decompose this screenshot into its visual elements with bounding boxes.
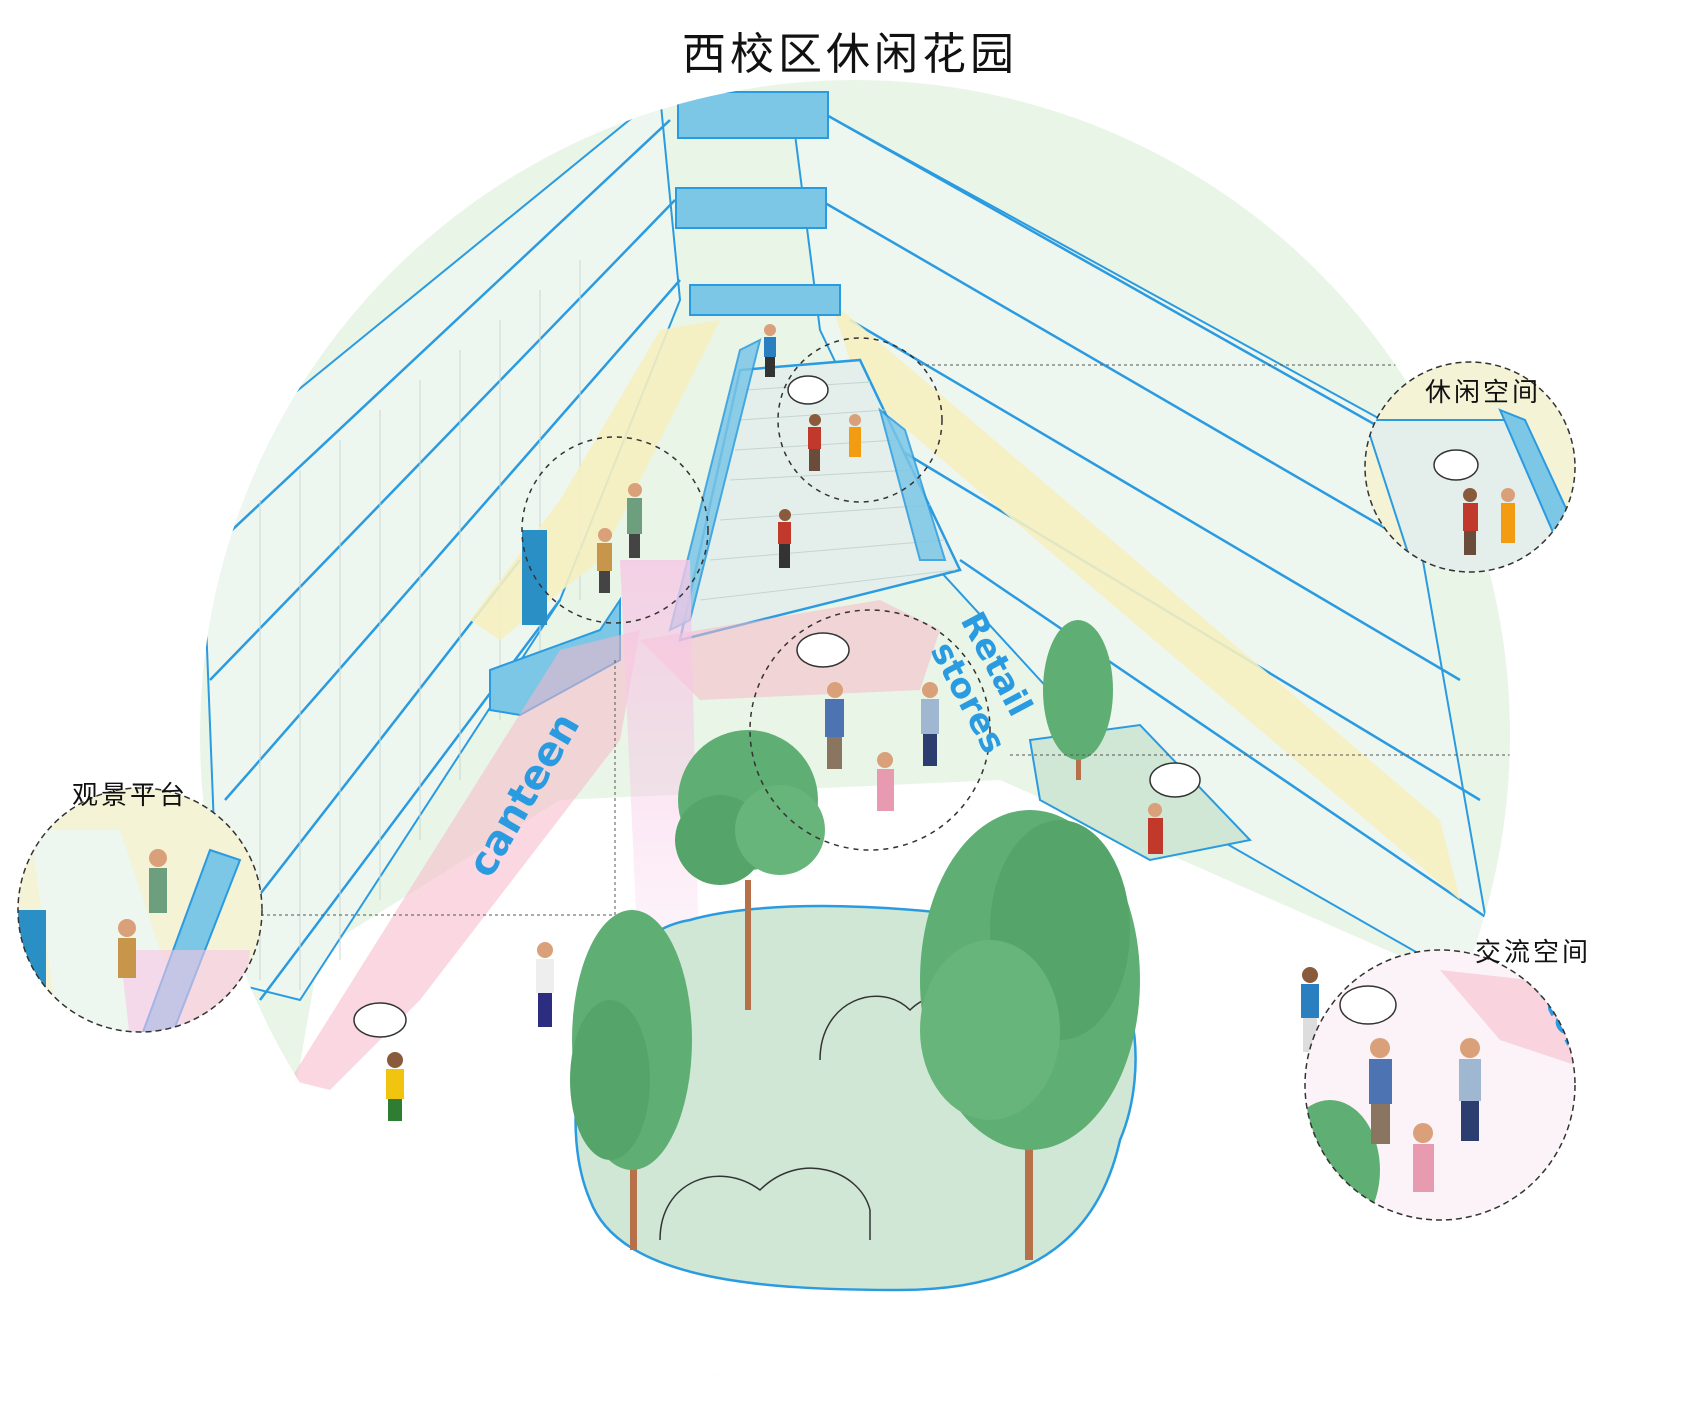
pink-light [620,560,700,1000]
tree-4 [1043,620,1113,780]
upper-planter [1028,723,1252,862]
people [386,324,1319,1121]
stair-rail-right [878,407,947,561]
walkway-right [830,300,1460,900]
tree-1 [675,730,825,1010]
canteen-arrow [290,630,640,1090]
retail-arrow [640,600,940,700]
tree-2 [570,910,692,1250]
focus-circle-exchange [749,609,991,851]
inset-viewing [17,787,263,1033]
speech-bubbles [353,375,1201,1038]
glass-bridge-1 [677,91,829,139]
glass-bridge-3 [689,284,841,316]
focus-circle-leisure [777,337,943,503]
focus-circle-viewing [521,436,709,624]
zone-label-leisure: 休闲空间 [1425,378,1542,408]
title: 西校区休闲花园 [682,29,1018,80]
tree-3 [920,810,1140,1260]
zone-label-viewing: 观景平台 [72,781,189,811]
zone-label-exchange: 交流空间 [1475,938,1592,968]
glass-bridge-2 [675,187,827,229]
